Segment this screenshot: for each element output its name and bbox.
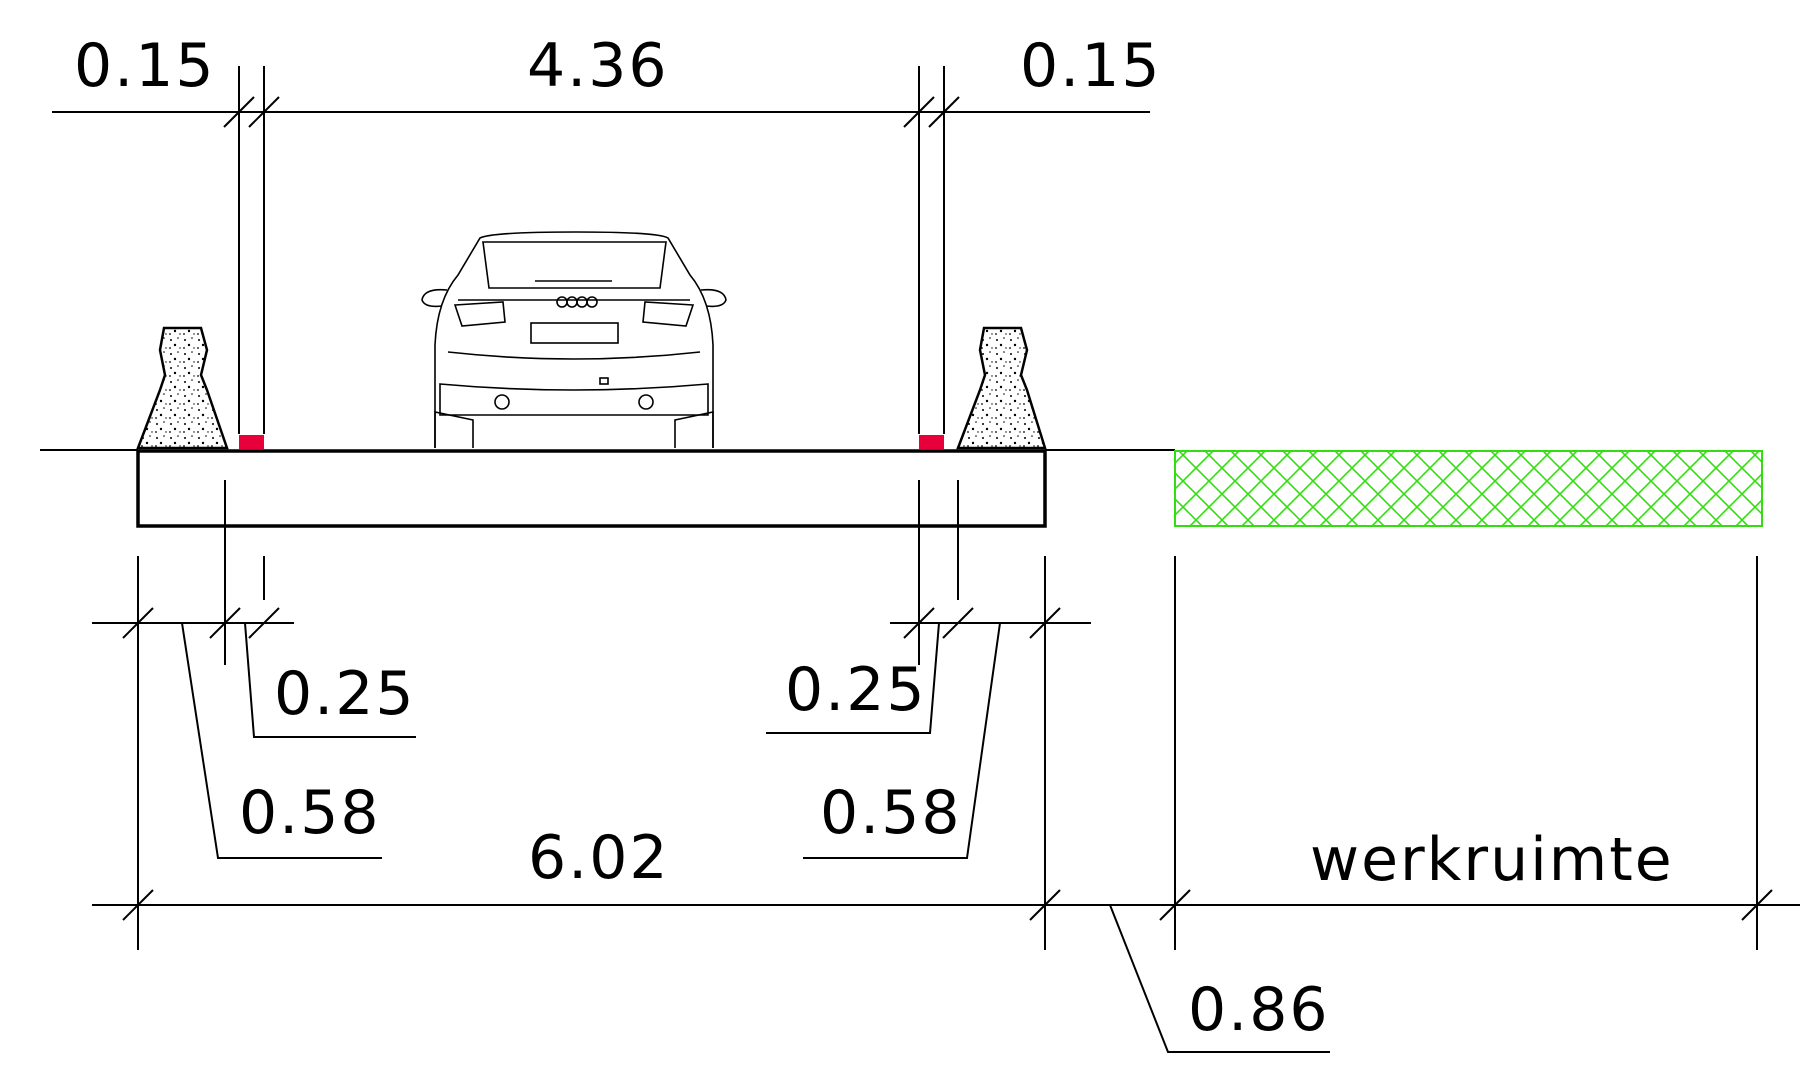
leader-right-inner [766,622,940,734]
leader-right-outer [803,622,1001,859]
tick [248,607,280,639]
dim-right-outer: 0.58 [820,778,962,848]
dim-top-left: 0.15 [74,31,216,101]
leader-gap [1109,904,1330,1053]
dim-left-outer: 0.58 [239,778,381,848]
dim-right-inner: 0.25 [785,655,927,725]
tick [1029,607,1061,639]
tick [209,607,241,639]
work-space-area [1174,450,1763,527]
tick [928,96,960,128]
tick [1029,889,1061,921]
leader-left-outer [181,622,382,859]
dim-lane-width: 4.36 [527,31,669,101]
tick [942,607,974,639]
tick [903,96,935,128]
tick [1741,889,1773,921]
dim-top-right: 0.15 [1020,31,1162,101]
work-space-label: werkruimte [1310,825,1674,895]
car-rear-icon [421,231,727,448]
dim-gap-width: 0.86 [1188,975,1330,1045]
dim-total-width: 6.02 [528,823,670,893]
reflector-left [239,435,264,449]
tick [122,607,154,639]
concrete-barrier-left [136,326,229,450]
tick [248,96,280,128]
road-slab [136,449,1047,528]
tick [903,607,935,639]
dim-left-inner: 0.25 [274,659,416,729]
tick [122,889,154,921]
tick [223,96,255,128]
reflector-right [919,435,944,449]
concrete-barrier-right [956,326,1047,450]
leader-left-inner [244,622,416,738]
tick [1159,889,1191,921]
